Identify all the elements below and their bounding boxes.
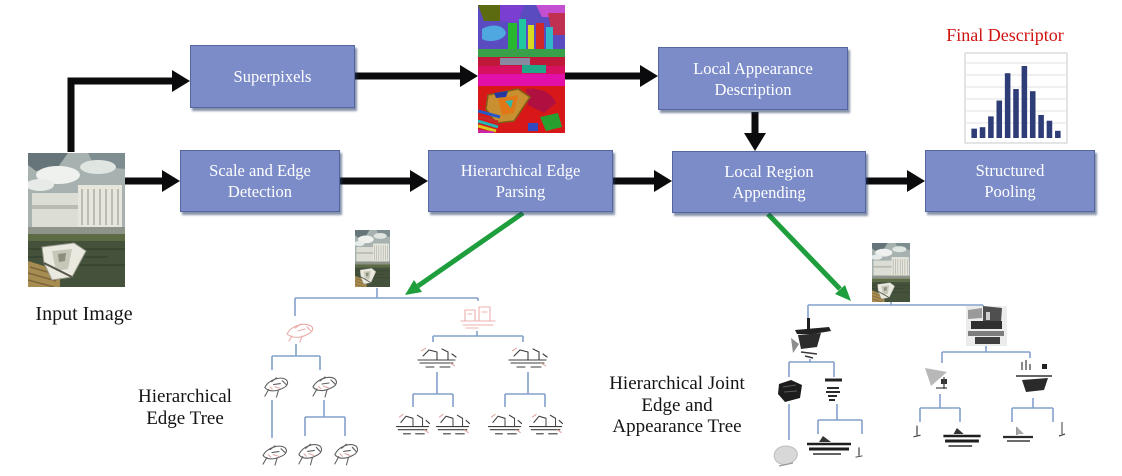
local-appearance-description-box: Local Appearance Description — [658, 47, 848, 110]
local-region-appending-label: Local Region Appending — [724, 162, 814, 202]
local-region-appending-box: Local Region Appending — [672, 151, 866, 213]
arrow-input-to-superpixels — [67, 70, 190, 152]
arrow-segmentation-to-appearance — [565, 65, 658, 87]
arrow-scale-to-parsing — [340, 170, 428, 192]
flow-arrows — [67, 65, 925, 192]
hierarchical-joint-tree-label: Hierarchical Joint Edge and Appearance T… — [609, 373, 745, 437]
final-descriptor-histogram — [964, 52, 1068, 144]
superpixel-segmentation-image — [478, 5, 565, 133]
structured-pooling-box: Structured Pooling — [925, 150, 1095, 212]
input-image-label: Input Image — [35, 303, 133, 325]
green-arrow-appending-to-joint-tree — [766, 212, 851, 301]
arrow-superpixels-to-segmentation — [355, 65, 478, 87]
arrow-appearance-to-appending — [744, 112, 766, 151]
structured-pooling-label: Structured Pooling — [975, 161, 1045, 201]
scale-and-edge-detection-box: Scale and Edge Detection — [180, 150, 340, 212]
hierarchical-edge-parsing-box: Hierarchical Edge Parsing — [428, 150, 613, 212]
hierarchical-edge-tree-label: Hierarchical Edge Tree — [138, 386, 232, 429]
scale-and-edge-detection-label: Scale and Edge Detection — [209, 161, 311, 201]
input-image-photo — [28, 153, 125, 287]
final-descriptor-label: Final Descriptor — [946, 25, 1064, 45]
joint-tree-root-photo — [872, 243, 910, 302]
local-appearance-description-label: Local Appearance Description — [693, 58, 813, 99]
hierarchical-edge-parsing-label: Hierarchical Edge Parsing — [460, 161, 581, 201]
arrow-appending-to-pooling — [866, 170, 925, 192]
superpixels-label: Superpixels — [233, 67, 312, 86]
hierarchical-joint-tree — [773, 243, 1066, 467]
green-arrow-parsing-to-edge-tree — [405, 210, 525, 295]
hierarchical-edge-tree — [262, 230, 564, 466]
arrow-parsing-to-appending — [613, 170, 672, 192]
superpixels-box: Superpixels — [190, 45, 355, 108]
edge-tree-root-photo — [355, 230, 390, 287]
arrow-input-to-scale — [125, 170, 180, 192]
